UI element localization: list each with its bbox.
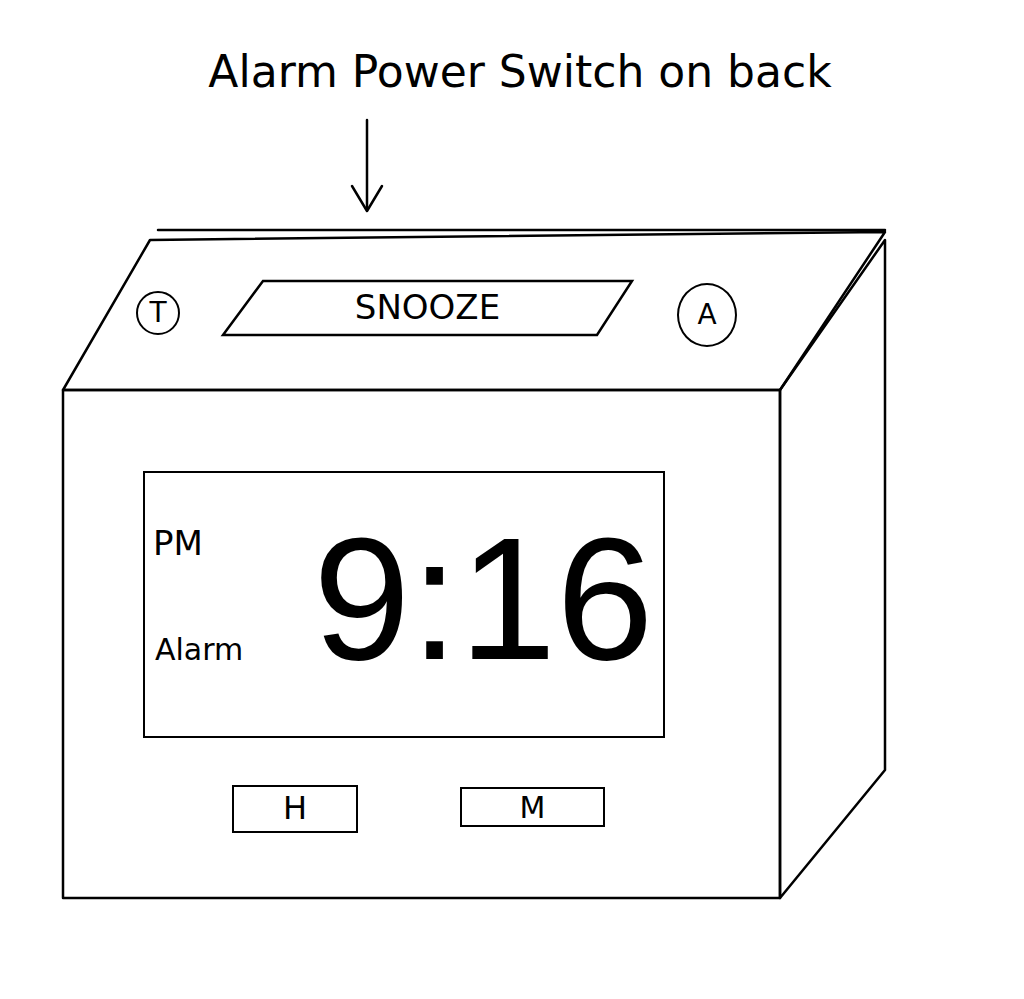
display-indicator: Alarm (155, 633, 243, 666)
display-screen: PM Alarm 9:16 (143, 471, 665, 738)
leader-line (366, 120, 369, 210)
time-button: T (136, 291, 180, 335)
clock-side-face (780, 240, 885, 898)
hour-button: H (232, 785, 358, 833)
display-indicator: PM (153, 525, 203, 562)
button-label: T (149, 298, 166, 329)
button-label: A (697, 300, 716, 331)
snooze-outline-shape (223, 281, 632, 335)
alarm-button: A (677, 283, 737, 347)
time-digits: 9:16 (313, 511, 654, 686)
button-label: SNOOZE (355, 289, 500, 326)
callout-label: Alarm Power Switch on back (150, 48, 890, 96)
leader-arrowhead (352, 186, 382, 211)
clock-top-face (63, 232, 885, 390)
minute-button: M (460, 787, 605, 827)
snooze-button: SNOOZE (222, 280, 633, 336)
button-label: M (520, 791, 546, 824)
clock-front-face (63, 390, 780, 898)
clock-top-edge (158, 229, 885, 232)
button-label: H (283, 791, 307, 826)
